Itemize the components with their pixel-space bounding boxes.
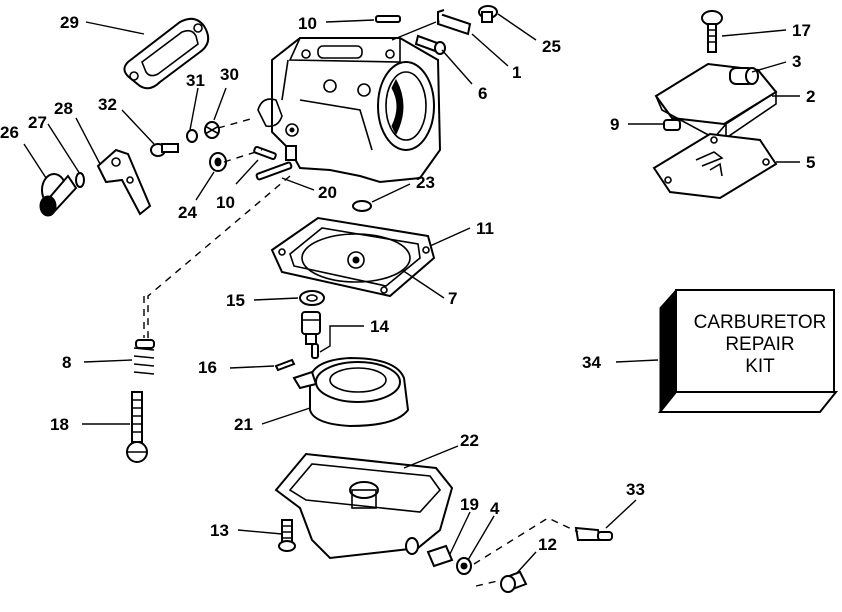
part-21-float [292, 356, 410, 428]
part-10-pin-mid [253, 145, 277, 161]
part-15-washer [299, 290, 325, 306]
part-10-pin-top [375, 15, 401, 23]
callout-32: 32 [98, 95, 117, 114]
callout-10: 10 [216, 193, 235, 212]
part-12-plug [500, 570, 528, 593]
part-4-washer [456, 557, 472, 575]
callout-23: 23 [416, 173, 435, 192]
part-27-oring [75, 172, 85, 188]
callout-11: 11 [476, 219, 494, 238]
callout-10: 10 [298, 14, 317, 33]
leader-lines [23, 13, 800, 575]
part-13-screw [278, 519, 296, 552]
callout-5: 5 [806, 153, 815, 172]
part-30-star-washer [204, 121, 220, 139]
callout-14: 14 [370, 317, 389, 336]
repair-kit-box [657, 288, 839, 414]
part-3-fitting [729, 67, 759, 85]
callout-13: 13 [210, 521, 229, 540]
callout-15: 15 [226, 291, 245, 310]
part-1-bracket [436, 9, 472, 36]
callout-31: 31 [186, 71, 205, 90]
part-25-screw [478, 5, 498, 23]
callout-8: 8 [62, 353, 71, 372]
callout-34: 34 [582, 353, 601, 372]
callout-22: 22 [460, 431, 479, 450]
callout-4: 4 [490, 499, 500, 518]
callout-33: 33 [626, 480, 645, 499]
part-26-knob [39, 173, 78, 217]
part-23-plug [352, 200, 372, 212]
part-14-needle-valve [301, 311, 321, 359]
callout-17: 17 [792, 21, 811, 40]
repair-kit-line-2: REPAIR [725, 334, 794, 355]
part-33-fitting [574, 526, 613, 541]
callout-2: 2 [806, 87, 815, 106]
part-5-gasket [652, 132, 778, 200]
assembly-dashed-lines [143, 117, 579, 587]
part-20-screw [255, 161, 293, 181]
part-8-spring [133, 339, 155, 375]
callout-7: 7 [448, 289, 457, 308]
part-16-pin [274, 358, 296, 372]
callout-12: 12 [538, 535, 557, 554]
part-7-diaphragm [301, 233, 411, 283]
repair-kit-line-1: CARBURETOR [694, 312, 827, 333]
part-18-screw [126, 391, 148, 463]
callout-20: 20 [318, 183, 337, 202]
callout-1: 1 [512, 63, 521, 82]
callout-3: 3 [792, 52, 801, 71]
part-24-nut [209, 152, 227, 172]
part-9-plug [663, 119, 681, 131]
part-28-lever [96, 148, 152, 216]
part-17-screw [701, 10, 723, 53]
part-31-washer [186, 129, 198, 143]
callout-28: 28 [54, 99, 73, 118]
part-22-float-bowl [274, 452, 454, 560]
callout-16: 16 [198, 358, 217, 377]
callout-18: 18 [50, 415, 69, 434]
callout-27: 27 [28, 113, 47, 132]
callout-labels: 29 10 25 1 6 17 3 2 9 5 31 30 32 28 27 2… [0, 13, 815, 554]
callout-29: 29 [60, 13, 79, 32]
part-32-screw [150, 143, 179, 157]
callout-21: 21 [234, 415, 253, 434]
callout-9: 9 [610, 115, 619, 134]
part-carburetor-body [257, 37, 442, 184]
part-11-gasket [270, 216, 436, 298]
repair-kit-line-3: KIT [745, 356, 775, 377]
callout-24: 24 [178, 203, 197, 222]
callout-19: 19 [460, 495, 479, 514]
callout-6: 6 [478, 84, 487, 103]
callout-25: 25 [542, 37, 561, 56]
callout-30: 30 [220, 65, 239, 84]
part-29-flange-gasket [123, 17, 210, 90]
callout-26: 26 [0, 123, 19, 142]
part-19-jet [426, 544, 454, 568]
